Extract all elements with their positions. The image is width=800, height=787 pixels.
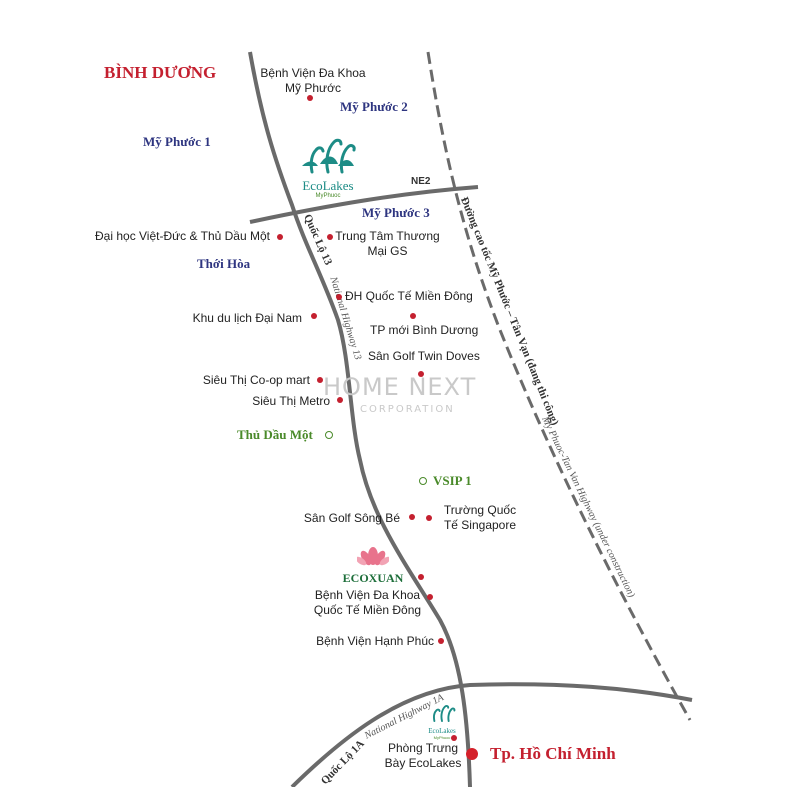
place-coop: Siêu Thị Co-op mart: [202, 373, 310, 387]
region-my-phuoc-2: Mỹ Phước 2: [340, 99, 408, 114]
khu-du-lich-marker: [311, 313, 317, 319]
dh-viet-duc-marker: [277, 234, 283, 240]
tttm-gs-marker: [327, 234, 333, 240]
place-showroom-line-1: Phòng Trưng: [387, 741, 459, 755]
region-my-phuoc-1: Mỹ Phước 1: [143, 134, 211, 149]
place-truong-singapore-line-2: Tế Singapore: [443, 518, 517, 532]
region-my-phuoc-3: Mỹ Phước 3: [362, 205, 430, 220]
place-bv-hanh-phuc: Bệnh Viện Hạnh Phúc: [316, 634, 434, 648]
bv-mien-dong-marker: [427, 594, 433, 600]
national-highway-1a-road: [290, 682, 693, 787]
lotus-icon: [355, 547, 391, 566]
dh-quoc-te-marker: [336, 294, 342, 300]
thu-dau-mot-marker: [325, 431, 333, 439]
coop-marker: [317, 377, 323, 383]
golf-twin-marker: [418, 371, 424, 377]
place-bv-mien-dong-line-1: Bệnh Viện Đa Khoa: [314, 588, 421, 602]
road-label-ne2: NE2: [411, 176, 431, 187]
region-binh-duong: BÌNH DƯƠNG: [104, 63, 217, 82]
ecoxuan-logo-name: ECOXUAN: [342, 571, 404, 585]
ecolakes-logo-sub: MyPhuoc: [315, 193, 341, 199]
ecolakes-small-logo: EcoLakes MyPhuoc: [422, 702, 462, 740]
ecoxuan-marker: [418, 574, 424, 580]
truong-sg-marker: [426, 515, 432, 521]
place-truong-singapore: Trường Quốc Tế Singapore: [435, 503, 525, 533]
region-thu-dau-mot: Thủ Dầu Một: [237, 427, 313, 442]
ecolakes-small-logo-name: EcoLakes: [428, 727, 456, 735]
national-highway-13-road: [248, 51, 472, 787]
crane-icon: [302, 138, 356, 174]
place-golf-song-be: Sân Golf Sông Bé: [303, 511, 400, 525]
ne2-road: [249, 185, 479, 224]
ecolakes-logo: EcoLakes MyPhuoc: [292, 132, 364, 200]
place-showroom-line-2: Bày EcoLakes: [384, 756, 462, 770]
place-tttm-gs-line-2: Mại GS: [367, 244, 408, 258]
watermark-subtitle: CORPORATION: [360, 404, 455, 415]
place-tttm-gs-line-1: Trung Tâm Thương: [335, 229, 440, 243]
place-bv-mien-dong: Bệnh Viện Đa Khoa Quốc Tế Miền Đông: [300, 588, 435, 618]
vsip-1-marker: [419, 477, 427, 485]
place-bv-my-phuoc-line-2: Mỹ Phước: [285, 81, 341, 95]
showroom-marker: [451, 735, 457, 741]
place-bv-my-phuoc-line-1: Bệnh Viện Đa Khoa: [260, 66, 366, 80]
ecoxuan-logo: ECOXUAN: [338, 545, 408, 585]
hcmc-marker: [466, 748, 478, 760]
metro-marker: [337, 397, 343, 403]
golf-song-be-marker: [409, 514, 415, 520]
ecolakes-small-logo-sub: MyPhuoc: [433, 735, 451, 740]
place-showroom: Phòng Trưng Bày EcoLakes: [380, 741, 466, 771]
place-truong-singapore-line-1: Trường Quốc: [443, 503, 517, 517]
region-thoi-hoa: Thới Hòa: [197, 256, 251, 271]
place-bv-my-phuoc: Bệnh Viện Đa Khoa Mỹ Phước: [253, 66, 373, 96]
place-golf-twin: Sân Golf Twin Doves: [368, 349, 480, 363]
bv-my-phuoc-marker: [307, 95, 313, 101]
watermark-title: HOME NEXT: [323, 373, 477, 401]
place-metro: Siêu Thị Metro: [252, 394, 330, 408]
crane-small-icon: [433, 704, 456, 722]
tp-moi-marker: [410, 313, 416, 319]
place-dh-viet-duc: Đại học Việt-Đức & Thủ Dầu Một: [95, 229, 270, 243]
place-tttm-gs: Trung Tâm Thương Mại GS: [330, 229, 445, 259]
ecolakes-logo-name: EcoLakes: [302, 178, 354, 193]
region-hcmc: Tp. Hồ Chí Minh: [490, 744, 616, 763]
place-dh-quoc-te: ĐH Quốc Tế Miền Đông: [345, 289, 473, 303]
place-tp-moi: TP mới Bình Dương: [370, 323, 479, 337]
place-khu-du-lich: Khu du lịch Đại Nam: [192, 311, 302, 325]
bv-hanh-phuc-marker: [438, 638, 444, 644]
place-bv-mien-dong-line-2: Quốc Tế Miền Đông: [313, 603, 422, 617]
region-vsip-1: VSIP 1: [433, 473, 472, 488]
